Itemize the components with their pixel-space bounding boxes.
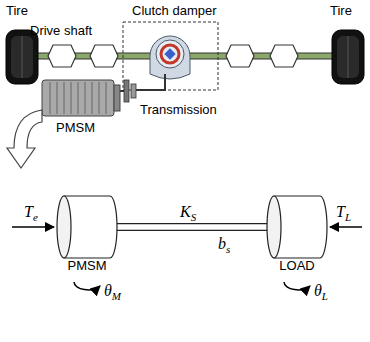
part-label: Tire bbox=[330, 4, 352, 19]
rotation-arrow bbox=[74, 282, 100, 290]
tire-left bbox=[6, 30, 38, 84]
symbol-subscript: S bbox=[191, 211, 197, 223]
node-label: LOAD bbox=[266, 259, 328, 274]
tire-right bbox=[332, 30, 364, 84]
symbol-label: bs bbox=[218, 235, 230, 253]
cylinder-outline bbox=[266, 195, 328, 259]
symbol-label: θM bbox=[104, 282, 121, 300]
inertia-cylinder: PMSM bbox=[56, 195, 118, 274]
shaft-connector bbox=[117, 227, 267, 228]
torque-arrow bbox=[330, 226, 362, 228]
symbol-subscript: L bbox=[322, 290, 328, 302]
motor bbox=[42, 80, 120, 116]
torque-arrow bbox=[12, 226, 54, 228]
shaft-outline bbox=[117, 223, 267, 231]
symbol-label: Te bbox=[24, 203, 38, 221]
symbol-subscript: s bbox=[226, 243, 230, 255]
clutch-boundary bbox=[123, 22, 218, 90]
shaft-body bbox=[117, 224, 267, 230]
transmission bbox=[120, 74, 165, 102]
symbol-subscript: L bbox=[345, 211, 351, 223]
clutch-damper bbox=[150, 36, 190, 79]
part-label: Drive shaft bbox=[30, 24, 92, 39]
node-label: PMSM bbox=[56, 259, 118, 274]
part-label: PMSM bbox=[56, 121, 95, 136]
symbol-main: b bbox=[218, 235, 226, 252]
symbol-subscript: M bbox=[112, 290, 121, 302]
part-label: Transmission bbox=[140, 103, 217, 118]
model-arrow bbox=[7, 110, 42, 168]
inertia-cylinder: LOAD bbox=[266, 195, 328, 274]
symbol-main: θ bbox=[314, 282, 322, 299]
part-label: Tire bbox=[6, 4, 28, 19]
rotation-arrow bbox=[284, 282, 310, 290]
symbol-main: K bbox=[180, 203, 191, 220]
symbol-main: θ bbox=[104, 282, 112, 299]
symbol-label: TL bbox=[336, 203, 351, 221]
symbol-label: KS bbox=[180, 203, 196, 221]
cylinder-outline bbox=[56, 195, 118, 259]
symbol-main: T bbox=[24, 203, 33, 220]
part-label: Clutch damper bbox=[132, 4, 217, 19]
symbol-main: T bbox=[336, 203, 345, 220]
symbol-subscript: e bbox=[33, 211, 38, 223]
symbol-label: θL bbox=[314, 282, 328, 300]
